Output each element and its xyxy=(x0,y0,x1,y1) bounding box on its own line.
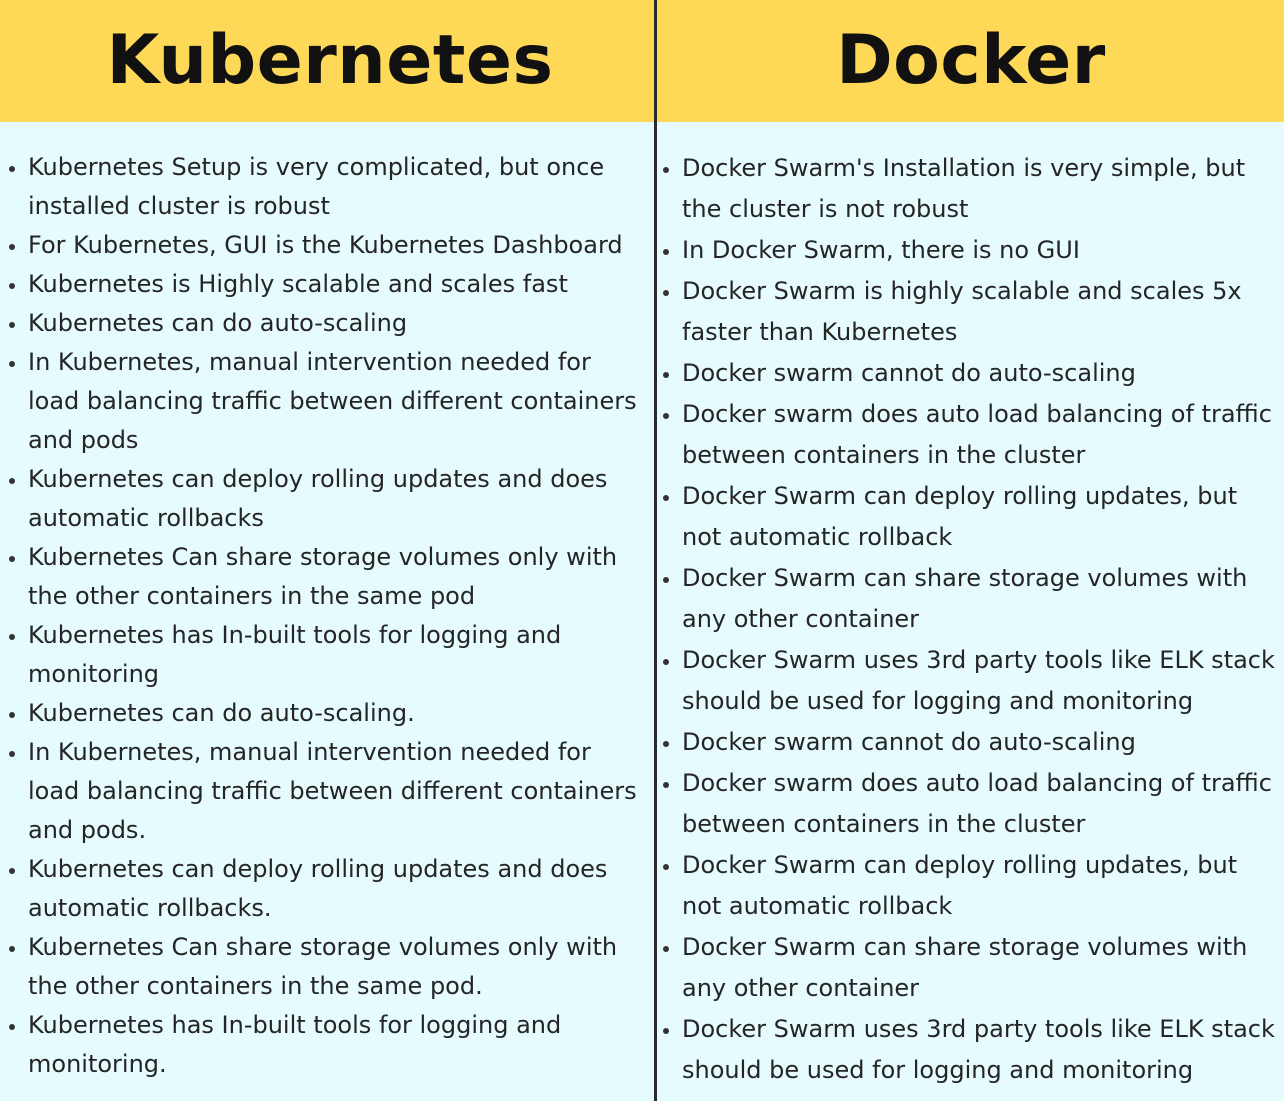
list-item: Docker swarm cannot do auto-scaling xyxy=(654,722,1284,763)
list-item: In Docker Swarm, there is no GUI xyxy=(654,230,1284,271)
list-item: Kubernetes is Highly scalable and scales… xyxy=(0,265,654,304)
list-item: Kubernetes has In-built tools for loggin… xyxy=(0,616,654,694)
kubernetes-title: Kubernetes xyxy=(106,21,554,100)
list-item: Docker Swarm is highly scalable and scal… xyxy=(654,271,1284,353)
list-item: Docker swarm cannot do auto-scaling xyxy=(654,353,1284,394)
docker-column: Docker Docker Swarm's Installation is ve… xyxy=(654,0,1284,1101)
list-item: Docker Swarm can share storage volumes w… xyxy=(654,927,1284,1009)
docker-header: Docker xyxy=(654,0,1284,122)
kubernetes-header: Kubernetes xyxy=(0,0,654,122)
list-item: Kubernetes can do auto-scaling xyxy=(0,304,654,343)
list-item: Kubernetes Can share storage volumes onl… xyxy=(0,928,654,1006)
list-item: Docker Swarm can deploy rolling updates,… xyxy=(654,476,1284,558)
list-item: Kubernetes can do auto-scaling. xyxy=(0,694,654,733)
list-item: For Kubernetes, GUI is the Kubernetes Da… xyxy=(0,226,654,265)
list-item: Kubernetes can deploy rolling updates an… xyxy=(0,460,654,538)
docker-title: Docker xyxy=(836,21,1106,100)
list-item: Docker Swarm can share storage volumes w… xyxy=(654,558,1284,640)
list-item: Docker Swarm uses 3rd party tools like E… xyxy=(654,1009,1284,1091)
list-item: Kubernetes Setup is very complicated, bu… xyxy=(0,148,654,226)
list-item: In Kubernetes, manual intervention neede… xyxy=(0,733,654,850)
docker-list: Docker Swarm's Installation is very simp… xyxy=(654,0,1284,1091)
list-item: Docker Swarm uses 3rd party tools like E… xyxy=(654,640,1284,722)
list-item: Docker swarm does auto load balancing of… xyxy=(654,394,1284,476)
kubernetes-column: Kubernetes Kubernetes Setup is very comp… xyxy=(0,0,654,1084)
list-item: Docker Swarm can deploy rolling updates,… xyxy=(654,845,1284,927)
list-item: In Kubernetes, manual intervention neede… xyxy=(0,343,654,460)
list-item: Kubernetes Can share storage volumes onl… xyxy=(0,538,654,616)
list-item: Kubernetes can deploy rolling updates an… xyxy=(0,850,654,928)
list-item: Docker swarm does auto load balancing of… xyxy=(654,763,1284,845)
list-item: Kubernetes has In-built tools for loggin… xyxy=(0,1006,654,1084)
column-divider xyxy=(654,0,657,1101)
kubernetes-list: Kubernetes Setup is very complicated, bu… xyxy=(0,148,654,1084)
list-item: Docker Swarm's Installation is very simp… xyxy=(654,148,1284,230)
